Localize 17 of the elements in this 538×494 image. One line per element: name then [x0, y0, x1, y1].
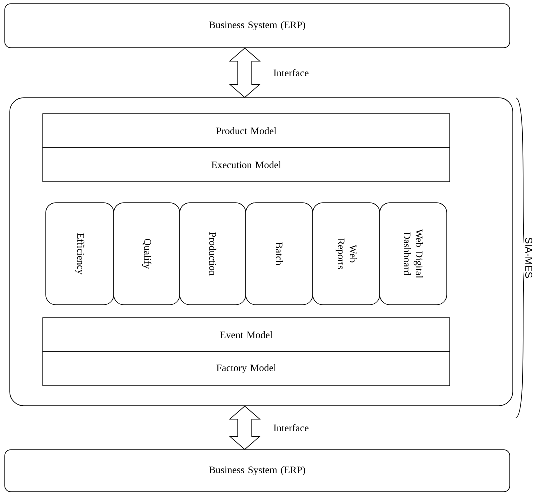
function-box: Efficiency: [46, 202, 114, 306]
system-box: Business System (ERP): [4, 4, 510, 48]
function-box: Web Reports: [312, 202, 380, 306]
system-box: Business System (ERP): [4, 450, 510, 492]
function-box: Batch: [246, 202, 314, 306]
system-label: SIA-MES: [524, 236, 534, 280]
model-box: Event Model: [42, 318, 450, 352]
function-box: Qualify: [114, 202, 180, 306]
edge-label: Interface: [274, 424, 309, 432]
model-box: Execution Model: [42, 148, 450, 182]
function-box: Production: [180, 202, 246, 306]
module-frame: [10, 98, 514, 406]
double-arrow: [229, 406, 261, 450]
model-box: Product Model: [42, 114, 450, 148]
edge-label: Interface: [274, 69, 309, 77]
function-box: Web Digital Dashboard: [380, 202, 448, 306]
model-box: Factory Model: [42, 352, 450, 386]
